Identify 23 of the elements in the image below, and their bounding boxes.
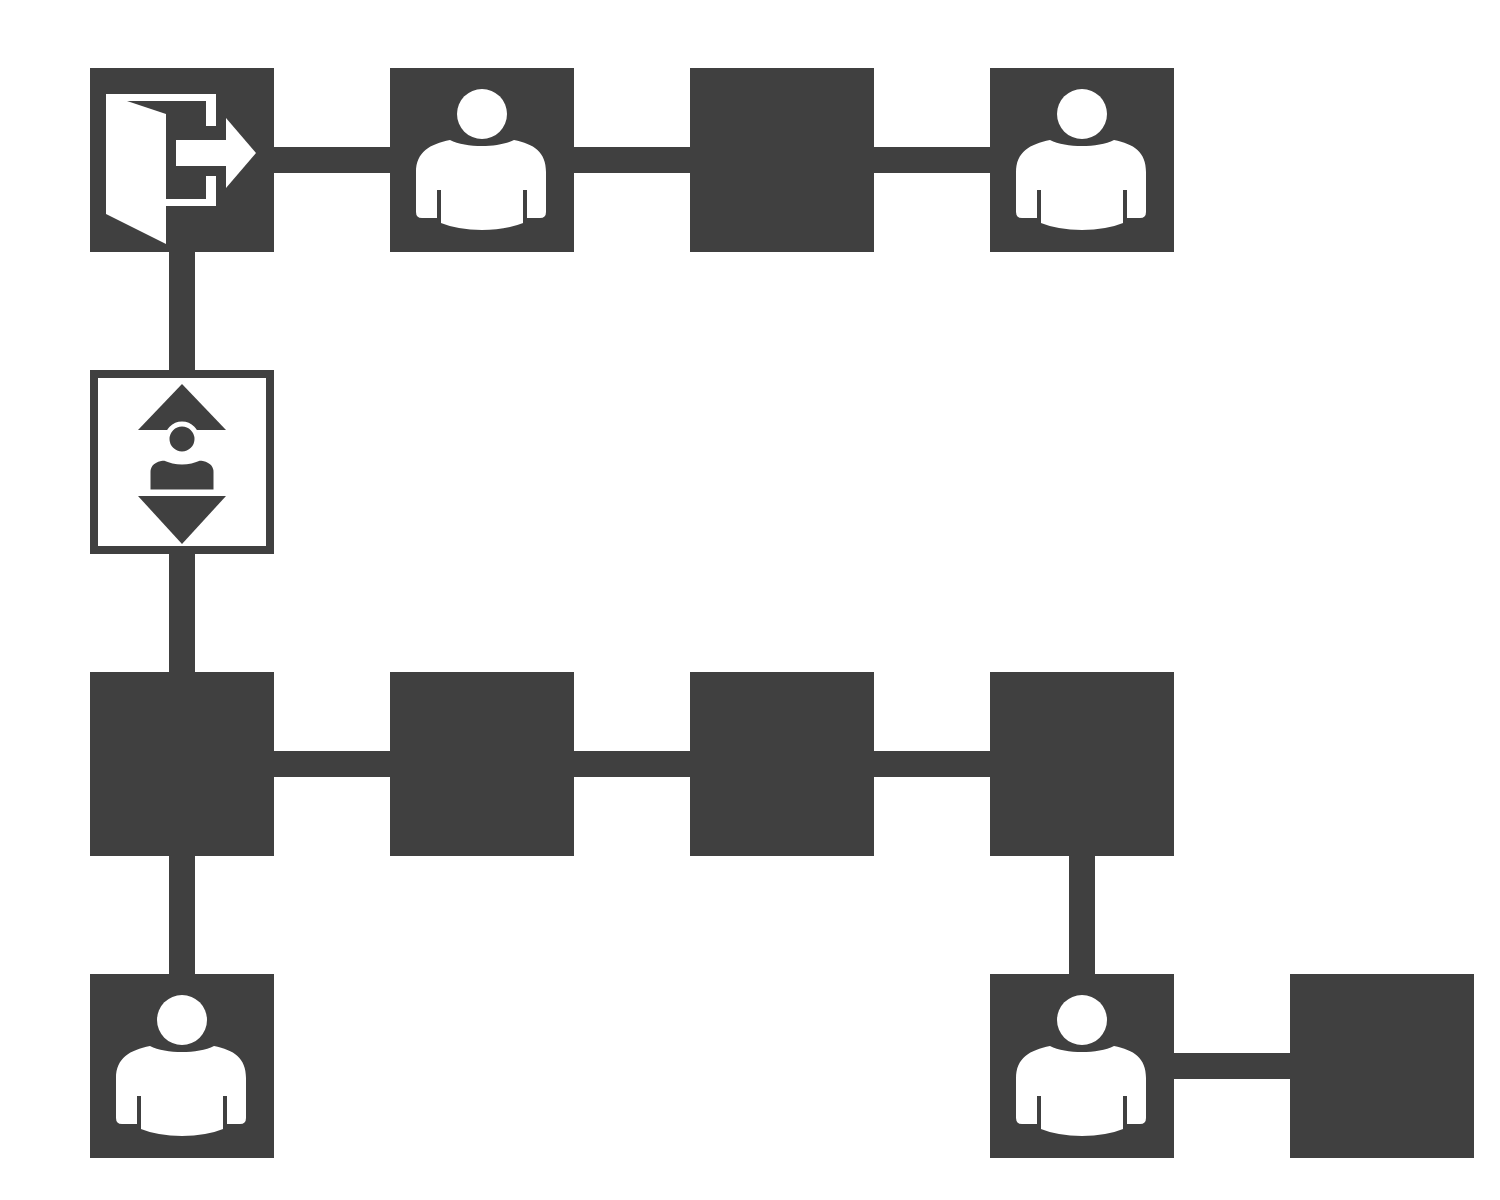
square-block xyxy=(990,672,1174,856)
icon-tile xyxy=(990,974,1174,1158)
connector-line xyxy=(274,751,390,777)
connector-line xyxy=(169,554,195,672)
icon-tile xyxy=(90,68,274,252)
square-block xyxy=(390,672,574,856)
connector-line xyxy=(874,751,990,777)
square-block xyxy=(1290,974,1474,1158)
icon-tile xyxy=(90,974,274,1158)
square-block xyxy=(690,68,874,252)
connector-line xyxy=(574,751,690,777)
connector-line xyxy=(1069,856,1095,974)
connector-line xyxy=(274,147,390,173)
connector-line xyxy=(1174,1053,1290,1079)
connector-line xyxy=(574,147,690,173)
square-block xyxy=(690,672,874,856)
icon-tile xyxy=(390,68,574,252)
square-block xyxy=(90,672,274,856)
connector-line xyxy=(169,252,195,370)
icon-tile xyxy=(990,68,1174,252)
connector-line xyxy=(874,147,990,173)
connector-line xyxy=(169,856,195,974)
icon-tile xyxy=(90,370,274,554)
